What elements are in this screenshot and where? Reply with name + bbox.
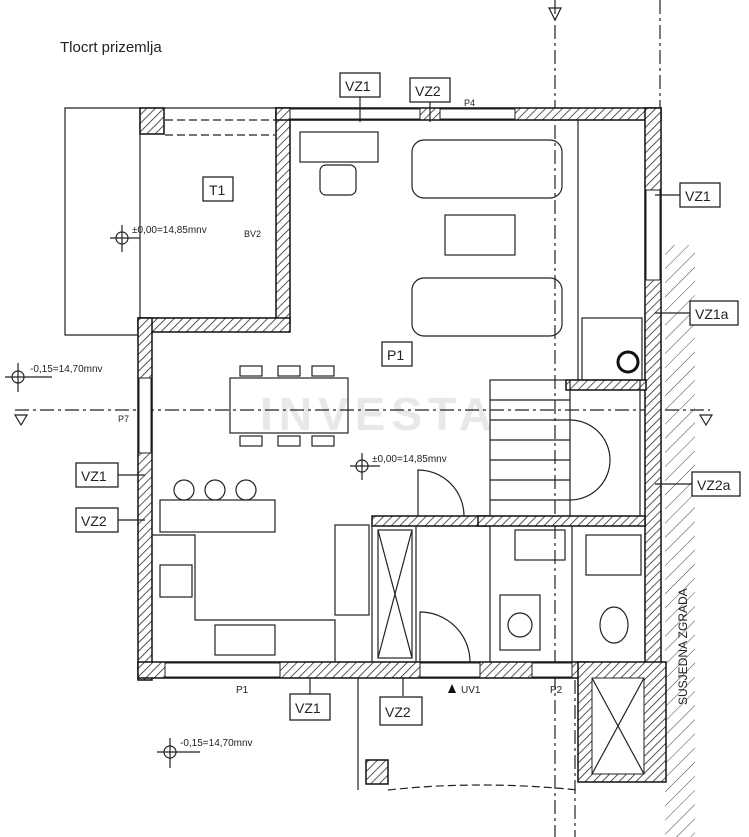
level-outside-bottom: -0,15=14,70mnv bbox=[180, 738, 253, 749]
level-marker bbox=[110, 225, 140, 252]
neighbor-building bbox=[665, 245, 695, 837]
dining-table bbox=[229, 377, 349, 434]
level-outside-left: -0,15=14,70mnv bbox=[30, 364, 103, 375]
room-t1: T1 bbox=[209, 182, 226, 198]
tag-right-vz1a: VZ1a bbox=[655, 300, 739, 326]
svg-text:VZ2: VZ2 bbox=[81, 513, 107, 529]
kitchen-counter bbox=[152, 534, 336, 662]
chair bbox=[319, 164, 357, 196]
svg-text:VZ1: VZ1 bbox=[81, 468, 107, 484]
desk bbox=[299, 131, 379, 163]
tag-bottom-vz1: VZ1 bbox=[289, 678, 331, 721]
tag-top-vz1: VZ1 bbox=[339, 72, 381, 122]
tag-right-vz1: VZ1 bbox=[655, 182, 721, 208]
tag-left-vz2: VZ2 bbox=[75, 507, 145, 533]
sofa bbox=[411, 277, 563, 337]
shower-basin bbox=[585, 534, 642, 576]
svg-text:VZ2: VZ2 bbox=[415, 83, 441, 99]
svg-text:VZ1: VZ1 bbox=[685, 188, 711, 204]
toilet bbox=[599, 606, 629, 644]
section-marker-icon bbox=[698, 414, 714, 427]
tag-bottom-vz2: VZ2 bbox=[379, 678, 423, 726]
level-terrace: ±0,00=14,85mnv bbox=[132, 225, 207, 236]
section-marker-icon bbox=[548, 7, 562, 22]
kitchen-island bbox=[159, 499, 276, 533]
section-marker-icon bbox=[13, 414, 29, 427]
label-p2: P2 bbox=[550, 685, 563, 696]
level-interior: ±0,00=14,85mnv bbox=[372, 454, 447, 465]
tag-right-vz2a: VZ2a bbox=[655, 471, 741, 497]
sink bbox=[214, 624, 276, 656]
cooktop bbox=[159, 564, 193, 598]
tag-top-vz2: VZ2 bbox=[409, 77, 451, 122]
level-marker bbox=[157, 738, 200, 768]
svg-text:VZ2a: VZ2a bbox=[697, 477, 731, 493]
svg-text:VZ1: VZ1 bbox=[295, 700, 321, 716]
terrace-outline bbox=[64, 107, 141, 336]
room-p1: P1 bbox=[387, 347, 404, 363]
washing-machine bbox=[499, 594, 541, 651]
washbasin bbox=[514, 529, 566, 561]
svg-text:VZ1: VZ1 bbox=[345, 78, 371, 94]
svg-text:VZ2: VZ2 bbox=[385, 704, 411, 720]
label-p7: P7 bbox=[118, 414, 129, 424]
level-marker bbox=[5, 363, 52, 392]
label-p1: P1 bbox=[236, 685, 249, 696]
label-uv1: UV1 bbox=[461, 685, 481, 696]
level-marker bbox=[350, 453, 380, 480]
tag-left-vz1: VZ1 bbox=[75, 462, 145, 488]
label-bv2: BV2 bbox=[244, 229, 261, 239]
neighbor-label: SUSJEDNA ZGRADA bbox=[676, 588, 690, 705]
staircase bbox=[489, 379, 641, 517]
svg-text:VZ1a: VZ1a bbox=[695, 306, 729, 322]
coffee-table bbox=[444, 214, 516, 256]
label-p4: P4 bbox=[464, 98, 475, 108]
watermark: INVESTA bbox=[260, 388, 498, 440]
plan-title: Tlocrt prizemlja bbox=[60, 39, 162, 56]
sofa bbox=[411, 139, 563, 199]
